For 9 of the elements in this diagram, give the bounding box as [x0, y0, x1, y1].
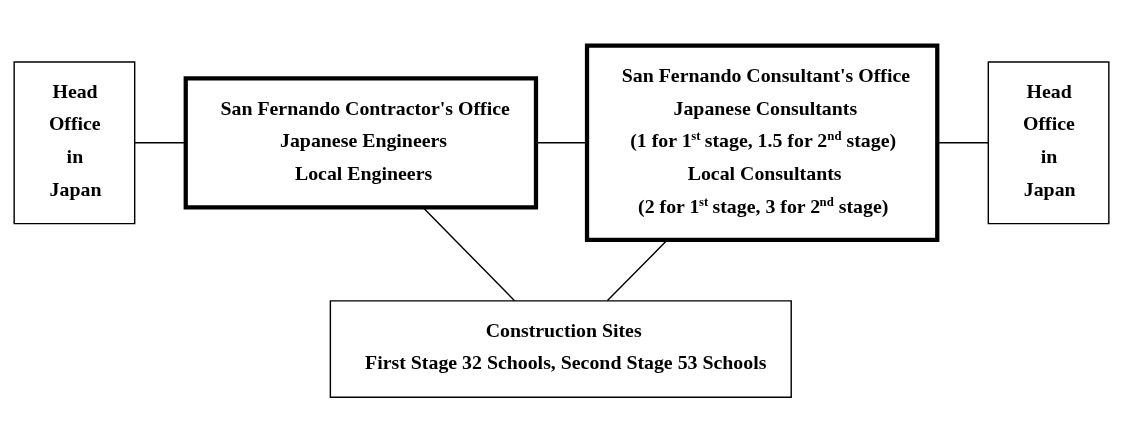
node-box: San Fernando Contractor's Office Japanese Engineers Local Engineers	[183, 75, 539, 209]
node-box: Construction Sites First Stage 32 Schools, Second Stage 53 Schools	[329, 299, 792, 398]
node-box: San Fernando Consultant's Office Japanese Consultants (1 for 1$^{st}$ stage, 1.5 for 2$^{nd}$ stage) Local Consultants (2 for 1$^{st}$ stage, 3 for 2$^{nd}$ stage)	[584, 43, 940, 242]
connector	[535, 141, 588, 143]
node-box: Head Office in Japan	[13, 60, 136, 224]
connector	[422, 206, 516, 301]
connector	[134, 141, 187, 143]
connector	[937, 141, 989, 143]
node-box: Head Office in Japan	[987, 60, 1110, 224]
